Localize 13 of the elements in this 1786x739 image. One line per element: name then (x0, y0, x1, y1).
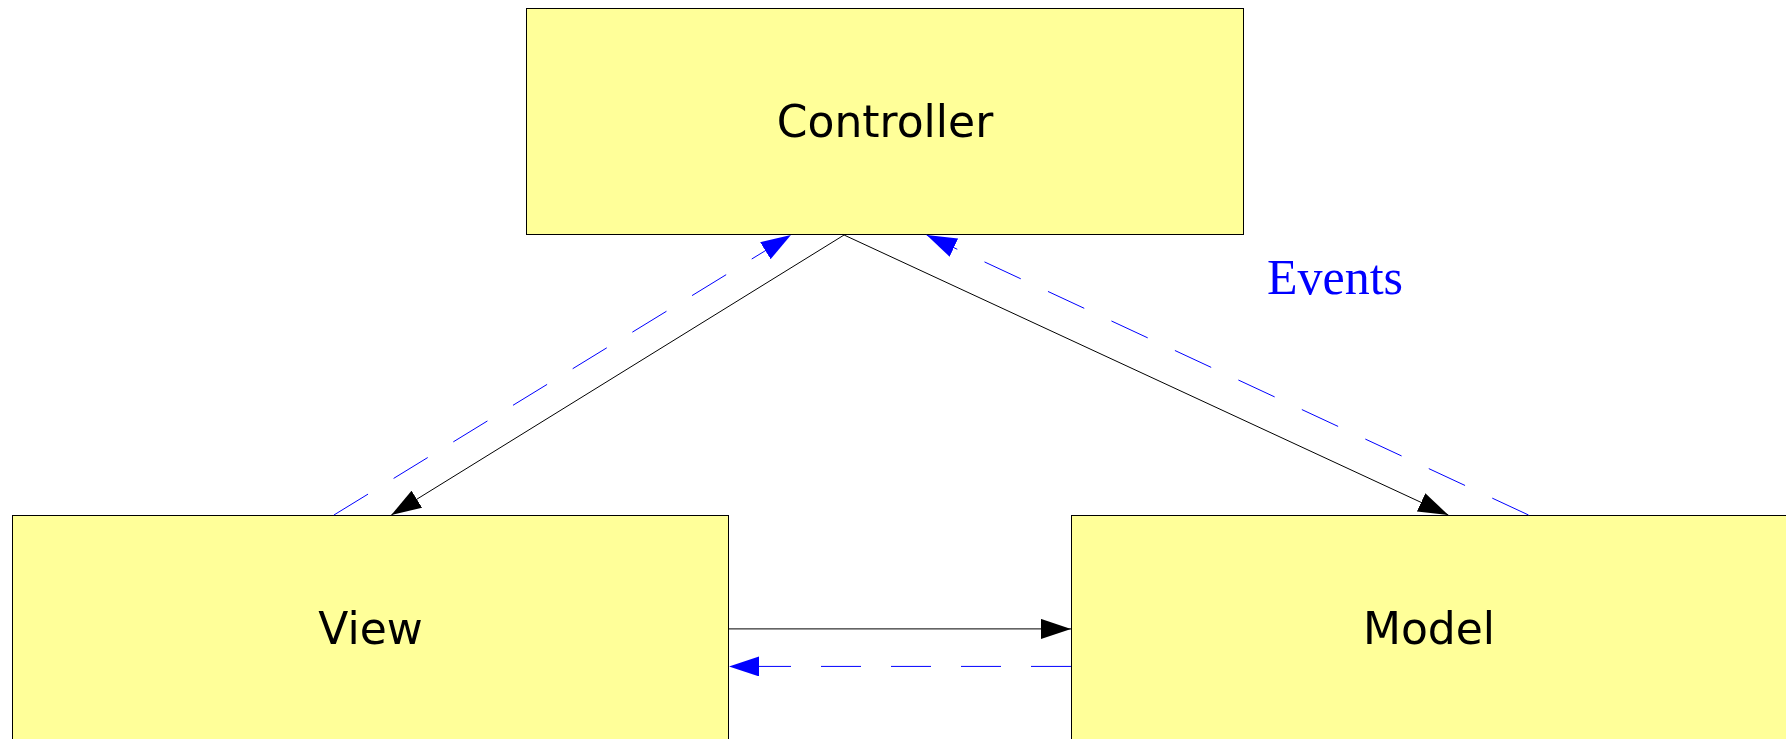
process-box (1071, 515, 1786, 739)
edge-label: Events (1266, 248, 1404, 306)
process-box (12, 515, 729, 739)
node-label: View (318, 602, 423, 654)
node-label: Model (1362, 602, 1496, 654)
node-label: Controller (776, 96, 994, 147)
arrow (390, 234, 845, 516)
arrow (728, 656, 1072, 677)
arrow (728, 618, 1072, 639)
arrow (843, 234, 1449, 516)
arrow (333, 234, 792, 516)
process-box (526, 8, 1244, 235)
arrow (926, 234, 1529, 516)
